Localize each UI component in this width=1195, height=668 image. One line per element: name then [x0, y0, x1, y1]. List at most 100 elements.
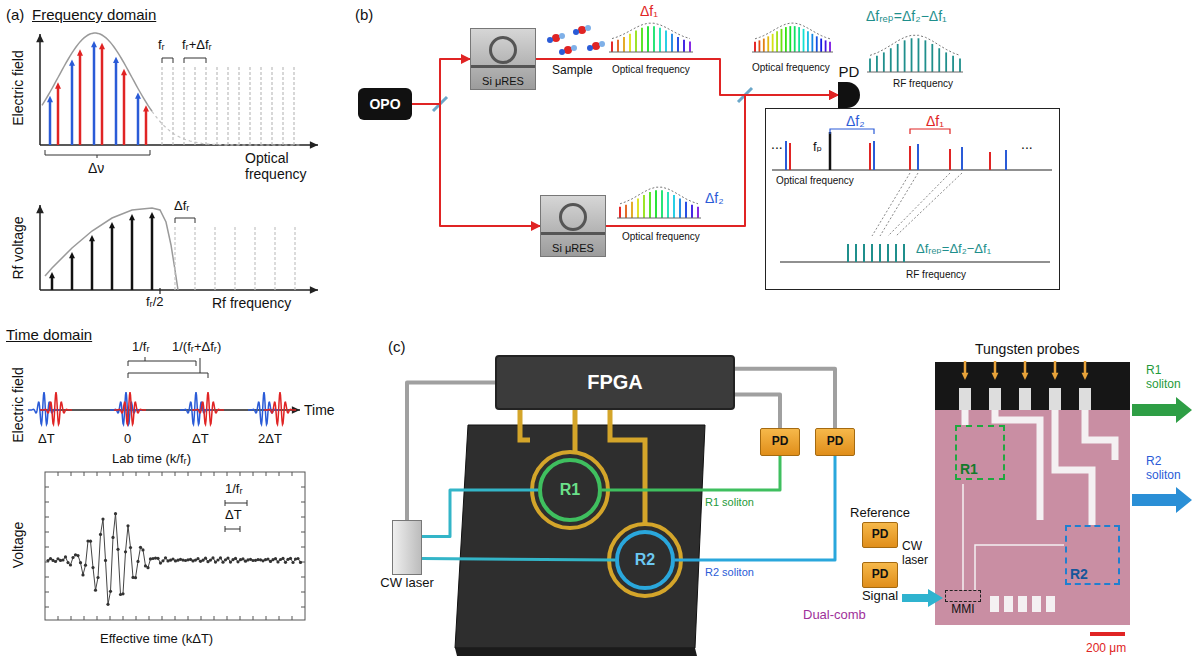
axis-title: Optical frequency — [245, 150, 319, 182]
comb-tooth — [952, 56, 954, 72]
sample-dot — [196, 557, 199, 560]
rf-tooth-head — [49, 272, 55, 278]
comb-tooth — [71, 63, 74, 145]
probe-arrowhead — [1052, 373, 1059, 380]
node-text: fₚ — [813, 140, 822, 155]
sample-dot — [94, 589, 97, 592]
probe-arrow — [964, 361, 967, 374]
node-text: Si μRES — [552, 242, 594, 255]
ring-symbol — [489, 36, 517, 64]
sample-dot — [96, 576, 99, 579]
ring-resonator: R1 — [538, 458, 602, 522]
scale-label: 200 μm — [1086, 642, 1126, 656]
molecule-atom — [599, 41, 605, 47]
comb-tooth — [917, 144, 919, 170]
tick-mark — [279, 472, 280, 476]
rf-tooth-faint — [254, 226, 255, 290]
comb-tooth — [683, 40, 685, 52]
comb-tooth — [918, 38, 920, 72]
tick-mark — [162, 616, 163, 620]
axis-title: Optical frequency — [612, 64, 690, 76]
sample-dot — [281, 557, 284, 560]
tick-mark — [301, 532, 305, 533]
comb-tooth — [635, 31, 637, 52]
sample-dot — [209, 559, 212, 562]
probe-pad — [989, 388, 1001, 410]
sample-dot — [201, 559, 204, 562]
axis-title: Time — [304, 402, 335, 418]
axis-title: Electric field — [10, 50, 26, 125]
comb-tooth-faint — [161, 66, 162, 145]
comb-tooth — [938, 48, 940, 72]
comb-tooth-head — [121, 69, 127, 75]
comb-tooth — [807, 31, 809, 52]
node-text: ... — [1021, 136, 1033, 152]
tick-label: 0 — [124, 432, 131, 447]
sample-dot — [219, 556, 222, 559]
sample-dot — [104, 559, 107, 562]
tick-mark — [175, 472, 176, 476]
comb-tooth — [825, 40, 827, 52]
comb-envelope — [755, 23, 830, 39]
axis-line — [39, 34, 41, 145]
comb-tooth — [671, 34, 673, 52]
spacing-bracket — [175, 218, 195, 223]
spacing-bracket — [184, 58, 206, 63]
comb-tooth-faint — [238, 66, 239, 145]
tick-mark — [301, 547, 305, 548]
comb-tooth — [659, 28, 661, 52]
sample-dot — [64, 555, 67, 558]
comb-tooth — [772, 34, 774, 52]
tick-mark — [253, 616, 254, 620]
comb-tooth — [49, 100, 52, 145]
rf-tooth-head — [149, 212, 155, 218]
tick-mark — [175, 616, 176, 620]
chip-photo — [935, 362, 1130, 625]
comb-tooth — [816, 36, 818, 52]
node-text: RF frequency — [906, 269, 966, 281]
comb-tooth — [641, 28, 643, 52]
comb-tooth — [763, 39, 765, 52]
molecule-atom — [585, 25, 591, 31]
tick-mark — [149, 616, 150, 620]
sample-dot — [141, 548, 144, 551]
comb-tooth — [617, 40, 619, 52]
comb-tooth — [685, 202, 687, 218]
node-text: CW laser — [380, 576, 433, 591]
comb-tooth — [611, 42, 613, 52]
beam-label: R1 soliton — [705, 496, 754, 509]
tick-mark — [301, 502, 305, 503]
period-label: 1/fᵣ — [132, 340, 150, 355]
tick-label: ΔT — [192, 432, 209, 447]
comb-tooth-head — [91, 41, 97, 47]
sample-dot — [139, 546, 142, 549]
sample-dot — [284, 561, 287, 564]
molecule-atom — [559, 33, 565, 39]
comb-tooth — [873, 141, 875, 170]
sample-dot — [54, 560, 57, 563]
node-text: Optical frequency — [776, 175, 854, 187]
sample-dot — [129, 546, 132, 549]
probe-arrowhead — [1082, 373, 1089, 380]
sample-dot — [99, 533, 102, 536]
sample-dot — [229, 561, 232, 564]
node-text: FPGA — [587, 371, 643, 394]
comb-tooth — [781, 29, 783, 52]
comb-tooth — [689, 42, 691, 52]
comb-envelope — [870, 35, 960, 55]
tick-mark — [149, 472, 150, 476]
rf-tooth-faint — [174, 226, 175, 290]
comb-tooth — [643, 195, 645, 218]
comb-tooth — [625, 205, 627, 218]
tick-mark — [45, 502, 49, 503]
axis-line — [752, 52, 833, 53]
axis-line — [40, 144, 318, 146]
comb-tooth — [623, 37, 625, 52]
tick-mark — [279, 616, 280, 620]
sample-dot — [101, 518, 104, 521]
tick-mark — [97, 616, 98, 620]
output-arrow — [1132, 487, 1192, 513]
region-marker: R1 — [955, 425, 1005, 480]
connector — [412, 59, 470, 104]
bus-waveguide — [471, 65, 535, 68]
